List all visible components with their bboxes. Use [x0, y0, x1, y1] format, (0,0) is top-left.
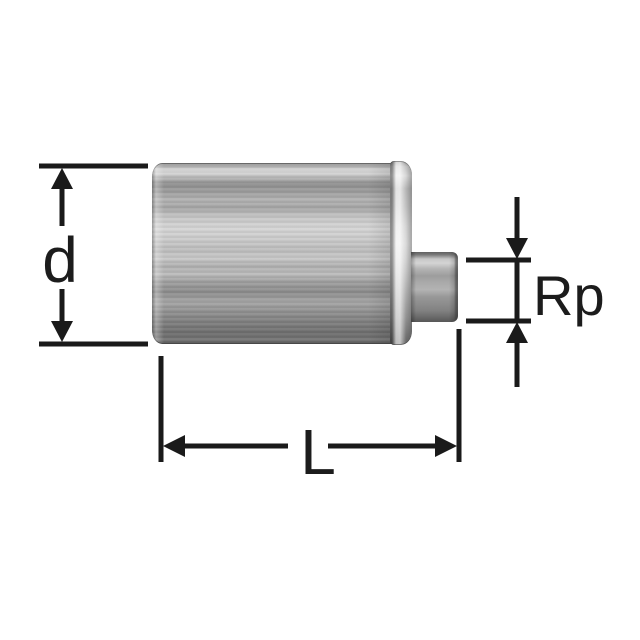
- dimension-label-l: L: [300, 416, 336, 488]
- l-arrow-right-icon: [435, 435, 457, 457]
- dimension-label-d: d: [42, 224, 78, 296]
- fitting-body-cylinder: [152, 163, 392, 344]
- d-arrow-down-icon: [51, 321, 73, 342]
- rp-arrow-down-icon: [506, 238, 528, 259]
- rp-arrow-up-icon: [506, 322, 528, 343]
- l-arrow-left-icon: [163, 435, 185, 457]
- d-arrow-up-icon: [51, 168, 73, 189]
- fitting-cap-rim: [390, 161, 412, 345]
- dimension-label-rp: Rp: [533, 264, 605, 327]
- fitting-spigot-cylinder: [411, 252, 458, 322]
